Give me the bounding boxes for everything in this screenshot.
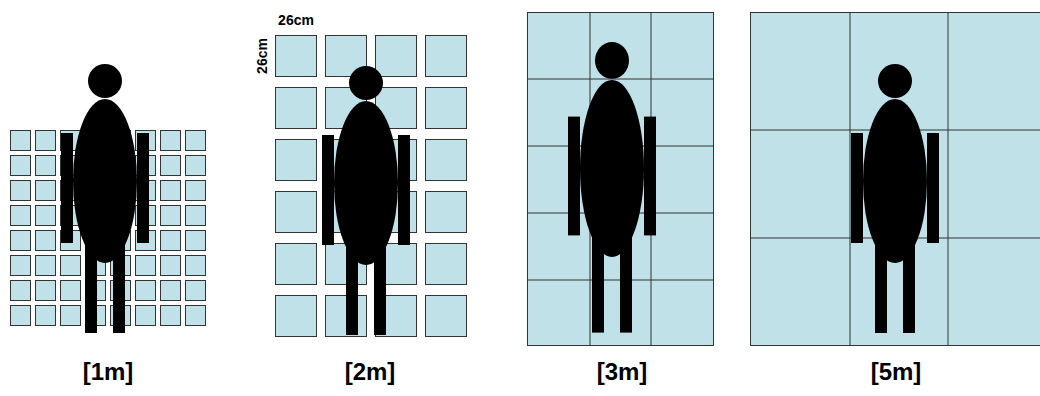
medium-tile-grid [275, 35, 475, 347]
person-figure [322, 66, 410, 335]
person-figure [851, 64, 939, 333]
distance-label: [3m] [597, 360, 648, 384]
dimension-label: 26cm [278, 13, 314, 27]
dimension-label: 26cm [255, 38, 269, 74]
person-figure [568, 42, 656, 333]
large-tile-grid [528, 13, 714, 346]
distance-label: [1m] [83, 360, 134, 384]
distance-label: [2m] [345, 360, 396, 384]
person-figure [61, 64, 149, 333]
extra-large-tile-grid [751, 13, 1040, 346]
distance-label: [5m] [871, 360, 922, 384]
